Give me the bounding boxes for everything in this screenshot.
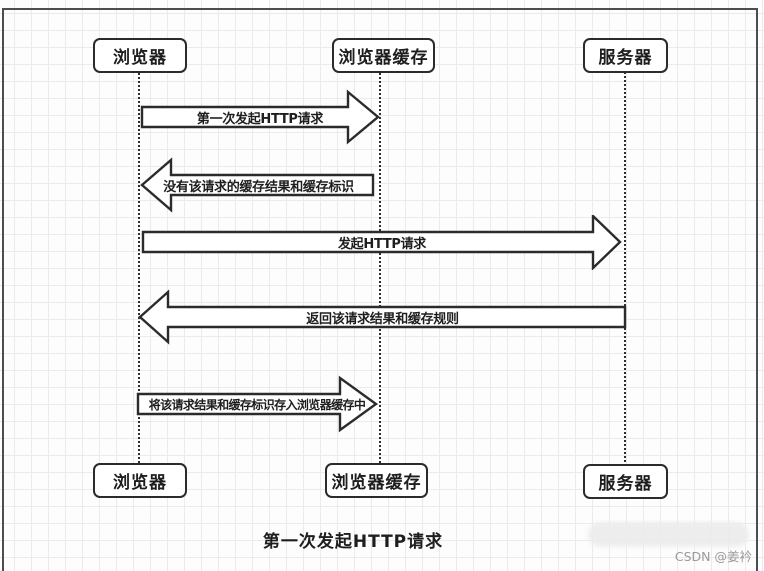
- csdn-watermark: CSDN @姜衿: [674, 549, 752, 564]
- message-label: 没有该请求的缓存结果和缓存标识: [163, 179, 354, 195]
- blurred-redaction-area: [588, 522, 749, 547]
- actor-label: 服务器: [598, 48, 653, 68]
- lifeline-browser: [138, 73, 140, 463]
- message-arrow-no-cache-result: 没有该请求的缓存结果和缓存标识: [140, 157, 377, 213]
- message-label: 发起HTTP请求: [337, 237, 427, 252]
- right-arrow-shape: [140, 89, 380, 145]
- actor-box-server-top: 服务器: [583, 38, 668, 73]
- frame-left-edge: [2, 8, 4, 571]
- lifeline-browser-cache: [379, 73, 381, 463]
- right-arrow-shape: [141, 215, 622, 270]
- actor-box-browser-cache-bottom: 浏览器缓存: [325, 463, 428, 498]
- actor-box-browser-top: 浏览器: [93, 38, 187, 73]
- actor-label: 浏览器缓存: [331, 473, 422, 493]
- lifeline-server: [624, 72, 626, 466]
- actor-label: 浏览器缓存: [338, 48, 429, 68]
- frame-top-edge: [2, 8, 758, 10]
- message-label: 第一次发起HTTP请求: [196, 111, 324, 127]
- actor-box-browser-cache-top: 浏览器缓存: [332, 38, 435, 73]
- message-arrow-first-http-request: 第一次发起HTTP请求: [140, 89, 380, 145]
- message-label: 将该请求结果和缓存标识存入浏览器缓存中: [148, 397, 366, 412]
- actor-box-browser-bottom: 浏览器: [93, 463, 187, 498]
- message-label: 返回该请求结果和缓存规则: [306, 311, 459, 327]
- left-arrow-shape: [140, 157, 375, 213]
- actor-box-server-bottom: 服务器: [583, 464, 668, 499]
- diagram-caption: 第一次发起HTTP请求: [262, 532, 444, 552]
- message-arrow-http-request: 发起HTTP请求: [141, 215, 623, 270]
- actor-label: 浏览器: [113, 473, 167, 493]
- actor-label: 浏览器: [113, 48, 167, 68]
- message-arrow-store-in-cache: 将该请求结果和缓存标识存入浏览器缓存中: [136, 375, 378, 433]
- frame-right-edge: [756, 8, 758, 571]
- left-arrow-shape: [138, 289, 627, 345]
- actor-label: 服务器: [598, 474, 653, 494]
- right-arrow-shape: [136, 375, 378, 433]
- message-arrow-return-result: 返回该请求结果和缓存规则: [138, 289, 627, 345]
